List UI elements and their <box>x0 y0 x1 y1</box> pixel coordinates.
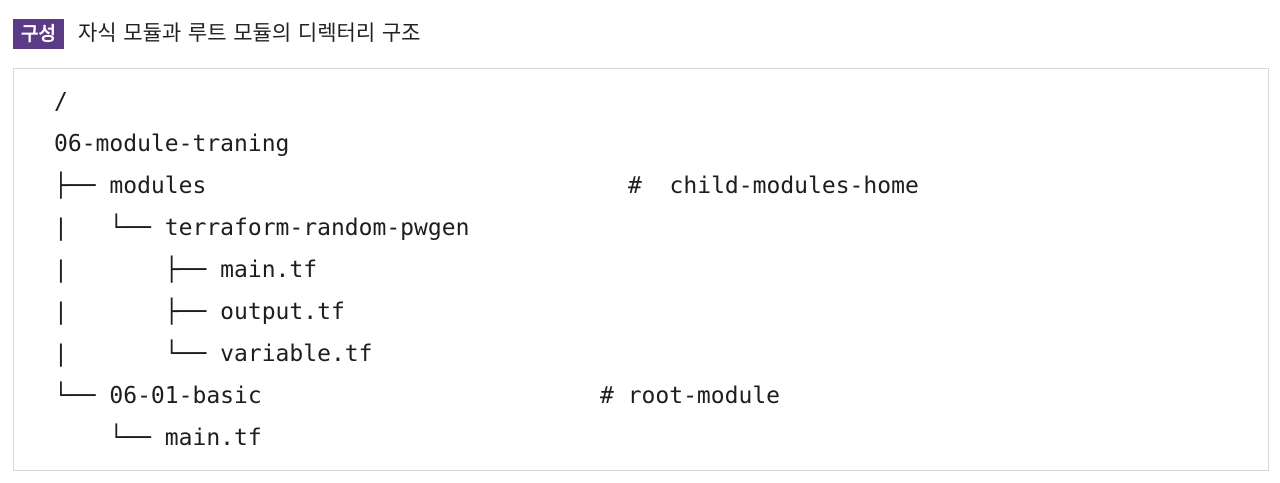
caption-title: 자식 모듈과 루트 모듈의 디렉터리 구조 <box>77 21 421 45</box>
directory-tree-box: / 06-module-traning ├── modules # child-… <box>13 68 1269 471</box>
tree-line-modules: ├── modules <box>54 173 207 199</box>
tree-line-output-tf: | ├── output.tf <box>54 299 345 325</box>
tree-line-06-01-basic: └── 06-01-basic <box>54 383 262 409</box>
comment-root-module: # root-module <box>600 383 781 409</box>
tree-line-terraform-random-pwgen: | └── terraform-random-pwgen <box>54 215 470 241</box>
tree-line-root: / <box>54 89 68 115</box>
figure-caption: 구성 자식 모듈과 루트 모듈의 디렉터리 구조 <box>13 17 420 50</box>
tree-line-variable-tf: | └── variable.tf <box>54 341 373 367</box>
caption-badge: 구성 <box>13 18 64 49</box>
comment-child-modules-home: # child-modules-home <box>628 173 919 199</box>
tree-line-basic-main-tf: └── main.tf <box>54 425 262 451</box>
tree-line-project: 06-module-traning <box>54 131 290 157</box>
tree-line-main-tf: | ├── main.tf <box>54 257 318 283</box>
